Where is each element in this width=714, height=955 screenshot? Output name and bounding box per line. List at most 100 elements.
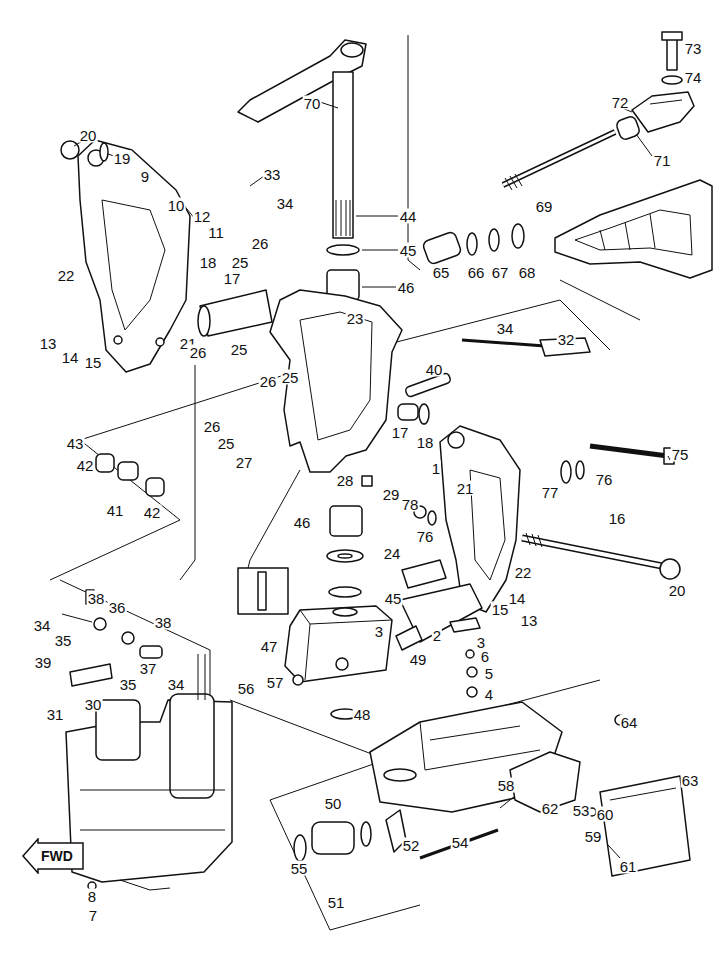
callout-number: 43: [66, 436, 85, 451]
callout-number: 26: [251, 236, 270, 251]
callout-number: 17: [391, 425, 410, 440]
callout-number: 39: [34, 655, 53, 670]
callout-number: 59: [584, 829, 603, 844]
callout-number: 61: [619, 859, 638, 874]
callout-number: 1: [431, 461, 441, 476]
callout-number: 15: [491, 602, 510, 617]
direction-arrow: FWD: [22, 838, 84, 874]
callout-number: 71: [653, 153, 672, 168]
callout-number: 34: [496, 321, 515, 336]
callout-number: 25: [217, 436, 236, 451]
callout-number: 57: [266, 675, 285, 690]
callout-number: 23: [346, 311, 365, 326]
callout-number: 3: [374, 624, 384, 639]
callout-number: 33: [263, 167, 282, 182]
callout-number: 6: [480, 649, 490, 664]
callout-number: 69: [535, 199, 554, 214]
callout-number: 13: [520, 613, 539, 628]
callout-number: 72: [611, 95, 630, 110]
callout-number: 26: [203, 419, 222, 434]
callout-number: 47: [260, 639, 279, 654]
callout-number: 37: [139, 661, 158, 676]
callout-number: 58: [497, 778, 516, 793]
callout-number: 53: [572, 803, 591, 818]
callout-number: 45: [399, 243, 418, 258]
callout-number: 74: [684, 70, 703, 85]
callout-number: 46: [293, 515, 312, 530]
callout-number: 29: [382, 487, 401, 502]
callout-number: 13: [39, 336, 58, 351]
callout-number: 26: [259, 374, 278, 389]
callout-number: 56: [237, 681, 256, 696]
callout-number: 70: [303, 96, 322, 111]
callout-number: 40: [425, 362, 444, 377]
callout-number: 65: [432, 265, 451, 280]
callout-number: 12: [193, 209, 212, 224]
callout-number: 48: [353, 707, 372, 722]
callout-number: 38: [154, 615, 173, 630]
callout-number: 35: [54, 633, 73, 648]
callout-number: 25: [230, 342, 249, 357]
callout-number: 34: [167, 677, 186, 692]
callout-number: 16: [608, 511, 627, 526]
callout-number: 63: [681, 773, 700, 788]
callout-number: 24: [383, 546, 402, 561]
leader-lines: [62, 102, 670, 858]
callout-number: 4: [484, 687, 494, 702]
callout-number: 27: [235, 455, 254, 470]
callout-number: 42: [76, 458, 95, 473]
callout-number: 5: [484, 666, 494, 681]
arrow-shape: [23, 839, 83, 873]
callout-number: 25: [281, 370, 300, 385]
callout-number: 28: [336, 473, 355, 488]
callout-number: 51: [327, 895, 346, 910]
callout-number: 17: [223, 271, 242, 286]
callout-number: 30: [84, 697, 103, 712]
callout-number: 46: [397, 280, 416, 295]
callout-number: 49: [409, 652, 428, 667]
callout-number: 38: [87, 591, 106, 606]
callout-number: 22: [57, 268, 76, 283]
callout-number: 42: [143, 505, 162, 520]
callout-number: 55: [290, 861, 309, 876]
callout-number: 8: [87, 889, 97, 904]
callout-number: 21: [456, 481, 475, 496]
callout-number: 31: [46, 707, 65, 722]
callout-number: 45: [384, 591, 403, 606]
callout-number: 3: [476, 635, 486, 650]
callout-number: 22: [514, 565, 533, 580]
callout-number: 36: [108, 600, 127, 615]
callout-number: 19: [113, 151, 132, 166]
callout-number: 9: [140, 169, 150, 184]
callout-number: 75: [671, 447, 690, 462]
callout-number: 34: [276, 196, 295, 211]
callout-number: 67: [491, 265, 510, 280]
callout-number: 66: [467, 265, 486, 280]
callout-number: 10: [167, 198, 186, 213]
callout-number: 25: [231, 255, 250, 270]
callout-number: 44: [399, 209, 418, 224]
callout-number: 14: [61, 350, 80, 365]
callout-number: 20: [668, 583, 687, 598]
callout-number: 54: [451, 835, 470, 850]
callout-number: 11: [207, 225, 225, 240]
callout-number: 35: [119, 677, 138, 692]
callout-number: 41: [106, 503, 125, 518]
callout-number: 76: [595, 472, 614, 487]
guide-lines: [50, 35, 640, 930]
callout-number: 64: [620, 715, 639, 730]
callout-number: 68: [518, 265, 537, 280]
callout-number: 50: [324, 796, 343, 811]
callout-number: 7: [88, 908, 98, 923]
callout-number: 77: [541, 485, 560, 500]
callout-number: 32: [557, 332, 576, 347]
callout-number: 78: [401, 497, 420, 512]
callout-number: 62: [541, 801, 560, 816]
callout-number: 15: [84, 355, 103, 370]
callout-number: 14: [508, 591, 527, 606]
callout-number: 60: [596, 807, 615, 822]
callout-number: 34: [33, 618, 52, 633]
callout-number: 18: [416, 435, 435, 450]
arrow-label: FWD: [41, 849, 73, 863]
